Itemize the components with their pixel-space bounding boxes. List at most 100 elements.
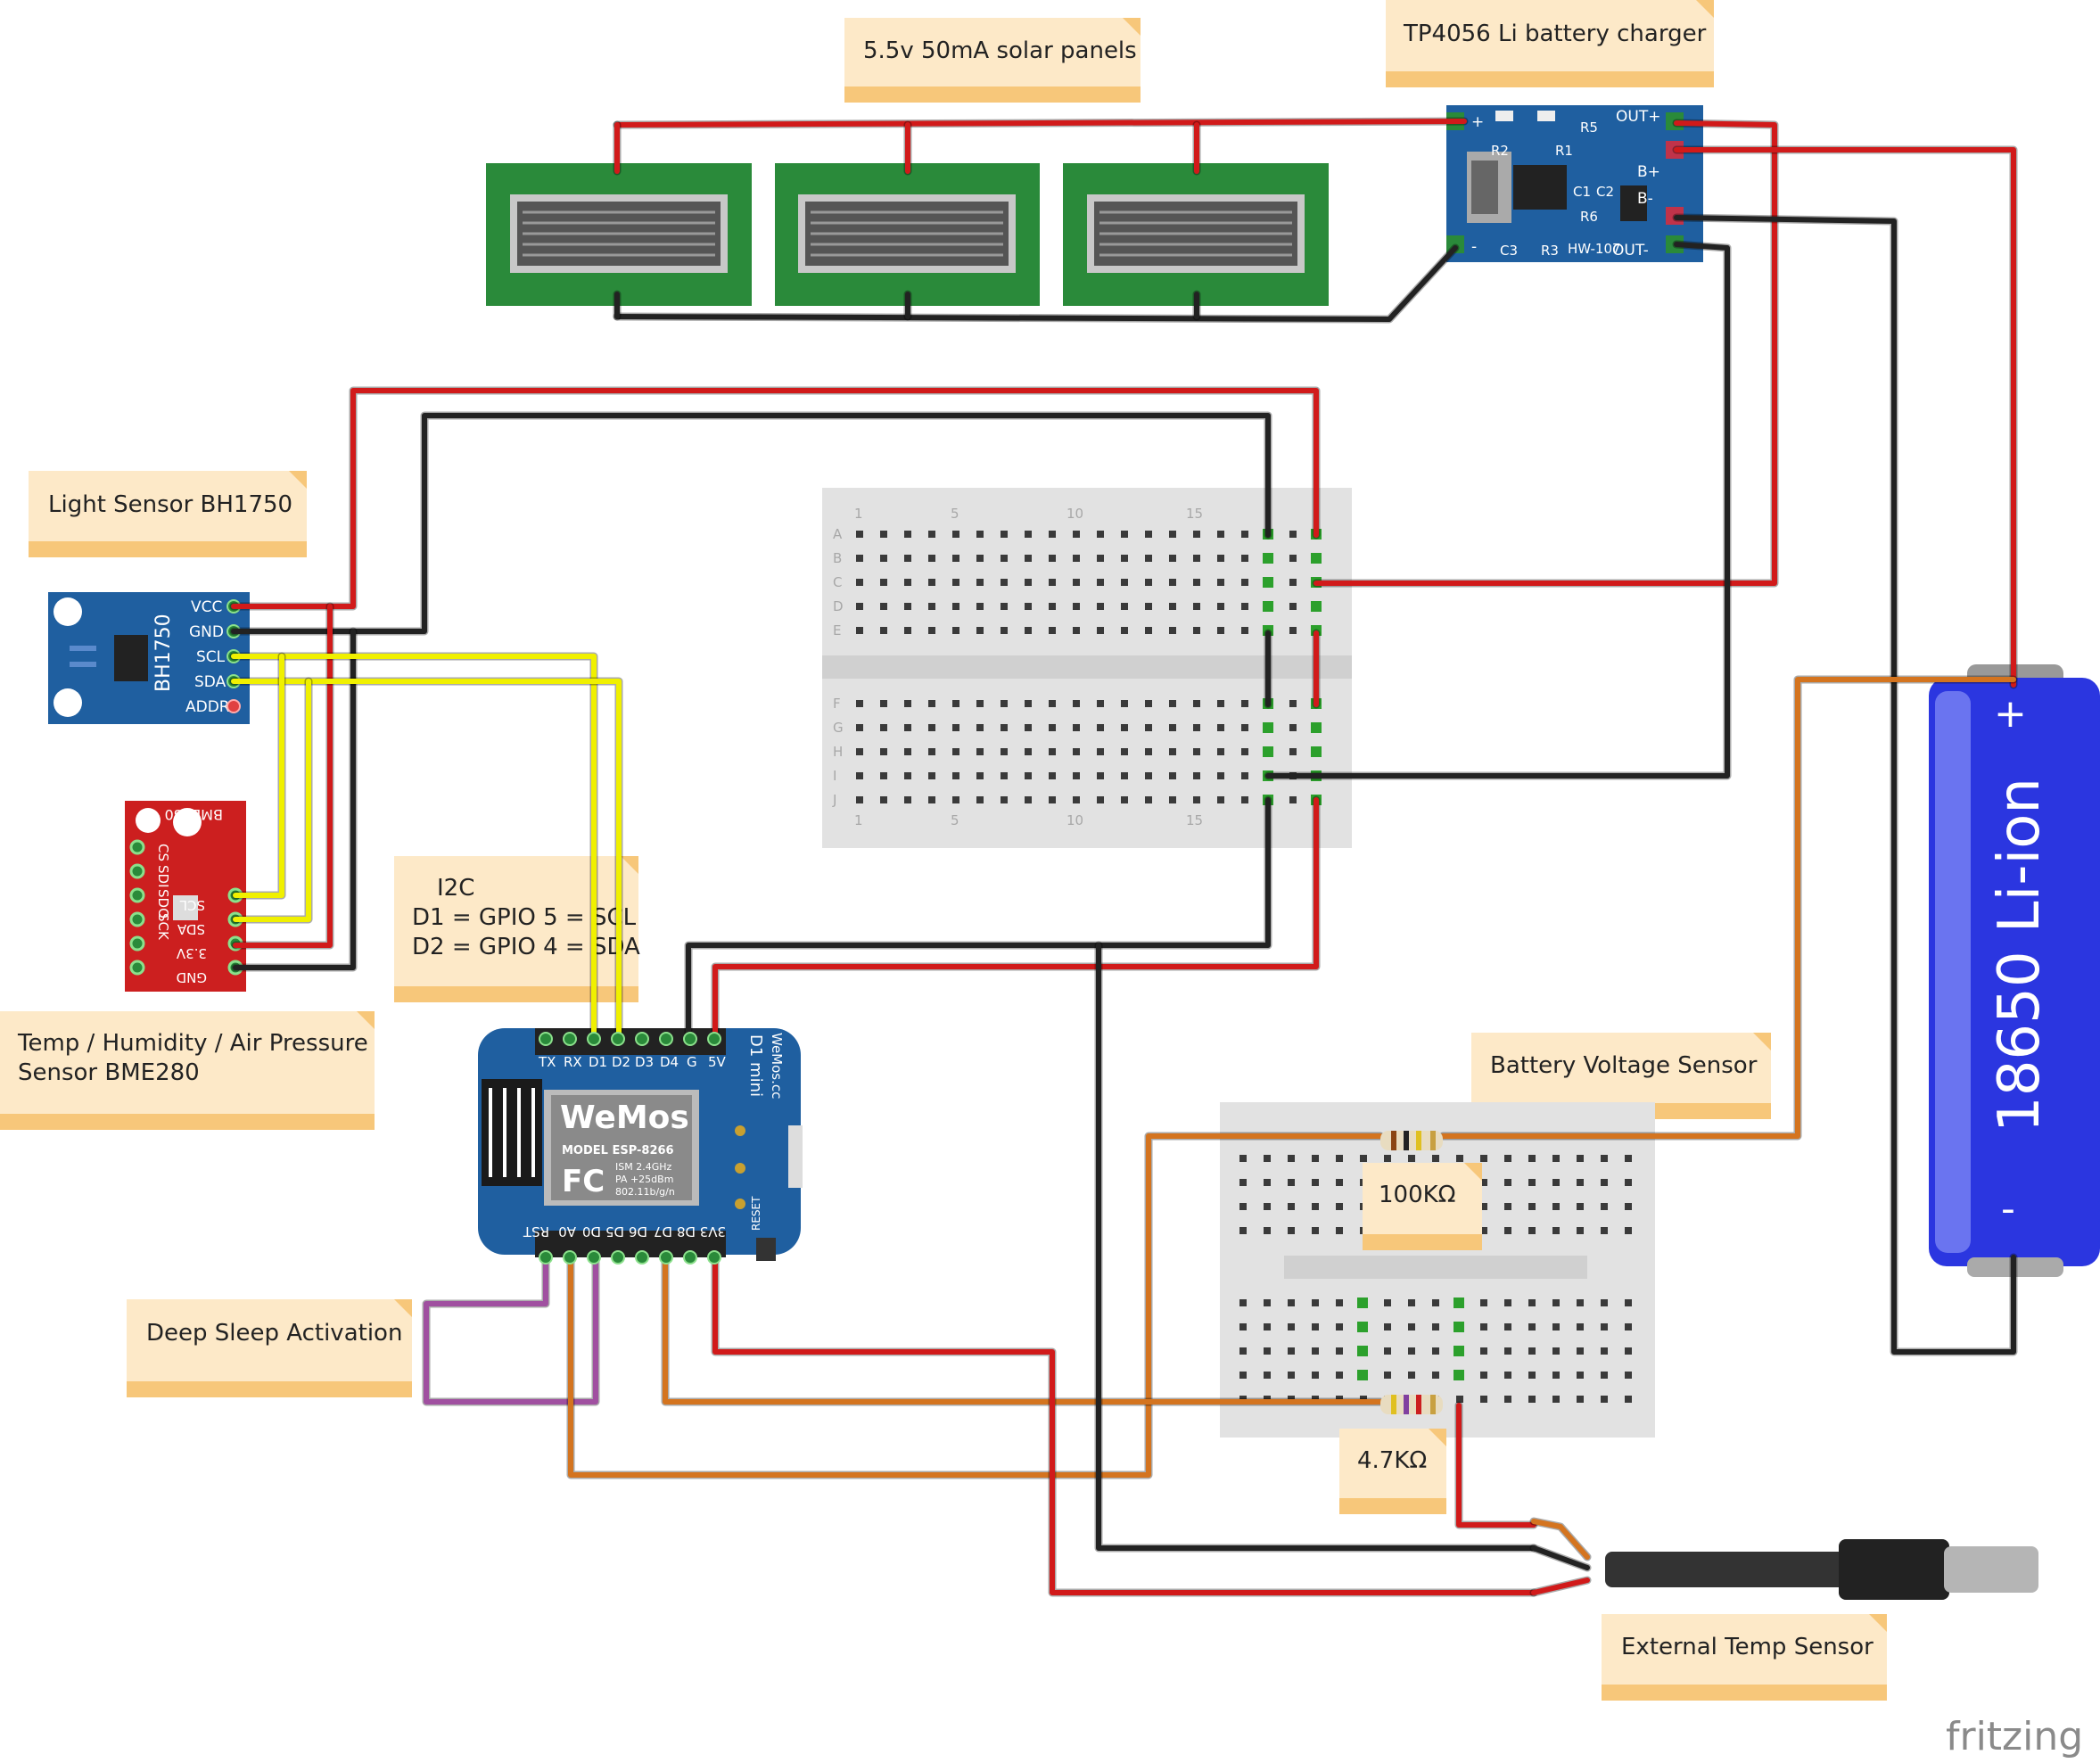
solar-panel-3 xyxy=(1063,163,1329,306)
bme280-pin-sdo: SDO xyxy=(155,889,171,919)
wemos-brand: WeMos xyxy=(560,1100,689,1136)
breadboard-small xyxy=(1220,1102,1655,1438)
bb-col-15-bottom: 15 xyxy=(1186,812,1203,828)
wemos-pa: PA +25dBm xyxy=(615,1174,673,1185)
bb-row-h: H xyxy=(833,744,843,760)
tp4056-c2: C2 xyxy=(1596,184,1614,200)
bh1750-pin-vcc: VCC xyxy=(191,598,222,616)
wemos-pin-d3: D3 xyxy=(635,1054,654,1070)
bh1750-pin-scl: SCL xyxy=(196,648,226,666)
tp4056-r6: R6 xyxy=(1580,209,1598,225)
bme280-pin-gnd: GND xyxy=(177,969,207,985)
bb-col-10: 10 xyxy=(1066,506,1083,522)
bh1750-chip xyxy=(114,635,148,681)
solar-panel-2 xyxy=(775,163,1040,306)
note-bme280: Temp / Humidity / Air Pressure Sensor BM… xyxy=(0,1011,375,1130)
bb-row-a: A xyxy=(833,526,843,542)
wemos-model: MODEL ESP-8266 xyxy=(562,1144,674,1157)
wemos-pin-rst: RST xyxy=(523,1223,549,1240)
note-light-text: Light Sensor BH1750 xyxy=(48,491,292,518)
breadboard-main: 1 5 10 15 1 5 10 15 A B C D E F G H I J xyxy=(822,488,1352,848)
note-ext-temp-text: External Temp Sensor xyxy=(1621,1634,1874,1660)
wemos-pin-a0: A0 xyxy=(558,1223,576,1240)
wemos-ism: ISM 2.4GHz xyxy=(615,1161,672,1173)
bb-row-i: I xyxy=(833,768,836,784)
solar-panel-1 xyxy=(486,163,752,306)
wemos-pin-d4: D4 xyxy=(660,1054,679,1070)
bb-col-15: 15 xyxy=(1186,506,1203,522)
bb-row-e: E xyxy=(833,622,841,638)
wemos-pin-3v3: 3V3 xyxy=(700,1223,726,1240)
tp4056-c3: C3 xyxy=(1500,243,1518,259)
tp4056-model: HW-107 xyxy=(1568,241,1621,257)
bme280-pin-scl: SCL xyxy=(179,897,205,913)
tp4056-out-plus: OUT+ xyxy=(1616,108,1660,126)
tp4056-r3: R3 xyxy=(1541,243,1559,259)
wemos-pin-d0: D0 xyxy=(582,1223,601,1240)
note-deep-sleep: Deep Sleep Activation xyxy=(127,1299,412,1397)
bb-col-10-bottom: 10 xyxy=(1066,812,1083,828)
fritzing-logo: fritzing xyxy=(1946,1714,2083,1759)
tp4056-r2: R2 xyxy=(1491,143,1509,159)
wemos-pin-tx: TX xyxy=(538,1054,556,1070)
bb-row-d: D xyxy=(833,598,844,614)
note-100k: 100KΩ xyxy=(1363,1163,1482,1250)
note-4k7-text: 4.7KΩ xyxy=(1357,1447,1427,1474)
tp4056-c1: C1 xyxy=(1573,184,1591,200)
bb-col-1-bottom: 1 xyxy=(854,812,863,828)
note-bme-line2: Sensor BME280 xyxy=(18,1059,200,1086)
wemos-pin-d2: D2 xyxy=(612,1054,630,1070)
note-i2c: I2C D1 = GPIO 5 = SCL D2 = GPIO 4 = SDA xyxy=(394,856,640,1002)
battery-label: 18650 Li-ion xyxy=(1987,778,2053,1133)
note-deep-sleep-text: Deep Sleep Activation xyxy=(146,1320,402,1347)
gear-icon xyxy=(136,808,161,833)
wemos-site: WeMos.cc xyxy=(769,1033,785,1099)
external-temp-probe xyxy=(1605,1539,2038,1600)
tp4056-plus: + xyxy=(1471,113,1484,131)
solar-panels xyxy=(486,163,1329,306)
bme280-label: BME280 xyxy=(165,806,223,823)
bb-row-g: G xyxy=(833,720,844,736)
tp4056-r1: R1 xyxy=(1555,143,1573,159)
wemos-pin-d7: D7 xyxy=(654,1223,672,1240)
bb-col-1: 1 xyxy=(854,506,863,522)
bme280-pin-cs: CS xyxy=(155,844,171,861)
wemos-pin-5v: 5V xyxy=(708,1054,727,1070)
reset-button[interactable] xyxy=(756,1238,776,1261)
note-ext-temp: External Temp Sensor xyxy=(1602,1614,1887,1701)
note-charger: TP4056 Li battery charger xyxy=(1386,0,1714,87)
bme280-pin-sdi: SDI xyxy=(155,865,171,888)
note-solar-panels: 5.5v 50mA solar panels xyxy=(844,18,1141,103)
wemos-reset-label: RESET xyxy=(750,1196,762,1231)
wemos-pin-d8: D8 xyxy=(677,1223,696,1240)
tp4056-out-minus: OUT- xyxy=(1612,242,1649,260)
bb-row-f: F xyxy=(833,696,841,712)
wemos-d1-mini: WeMos MODEL ESP-8266 ISM 2.4GHz PA +25dB… xyxy=(478,1028,803,1261)
bh1750-pin-addr: ADDR xyxy=(185,698,230,716)
note-light-sensor: Light Sensor BH1750 xyxy=(29,471,307,557)
wemos-pin-g: G xyxy=(687,1054,697,1070)
tp4056-minus: - xyxy=(1471,238,1477,256)
tp4056-b-minus: B- xyxy=(1637,190,1653,208)
wemos-side-label: D1 mini xyxy=(746,1034,765,1097)
resistor-100k[interactable] xyxy=(1380,1131,1443,1150)
resistor-4k7[interactable] xyxy=(1380,1395,1443,1414)
bh1750-pin-sda: SDA xyxy=(194,673,226,691)
wires xyxy=(229,117,2018,1597)
bb-col-5: 5 xyxy=(951,506,959,522)
bme280-sensor: BME280 SCL SDA 3.3V GND CS SDI SDO SCK xyxy=(125,801,246,992)
tp4056-b-plus: B+ xyxy=(1637,163,1660,181)
battery-minus: - xyxy=(2001,1186,2015,1232)
note-battery-text: Battery Voltage Sensor xyxy=(1490,1052,1758,1079)
bb-row-j: J xyxy=(832,792,836,808)
note-i2c-line1: D1 = GPIO 5 = SCL xyxy=(412,904,637,931)
bb-col-5-bottom: 5 xyxy=(951,812,959,828)
bme280-pin-sck: SCK xyxy=(155,913,171,941)
tp4056-charger: + - OUT+ B+ B- OUT- R5 R2 R1 C1 C2 R6 C3… xyxy=(1446,105,1703,262)
bme280-pin-sda: SDA xyxy=(177,921,205,937)
wemos-pin-d5: D5 xyxy=(605,1223,624,1240)
note-i2c-line2: D2 = GPIO 4 = SDA xyxy=(412,934,640,960)
battery-plus: + xyxy=(1994,691,2027,737)
bh1750-pin-gnd: GND xyxy=(189,623,224,641)
note-100k-text: 100KΩ xyxy=(1379,1182,1456,1208)
